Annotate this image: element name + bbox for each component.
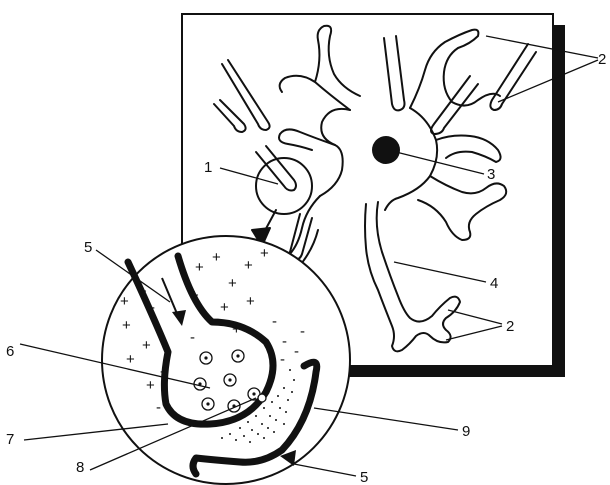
svg-text:+: +	[232, 321, 241, 338]
vesicle-release	[258, 394, 266, 402]
label-7: 7	[6, 431, 14, 448]
label-8: 8	[76, 459, 84, 476]
svg-text:-: -	[190, 329, 195, 346]
magnified-synapse: + + + + + + + + + + + + + + + - - - - - …	[102, 236, 350, 484]
svg-text:-: -	[294, 343, 299, 360]
svg-text:+: +	[260, 245, 269, 262]
label-5b: 5	[360, 469, 368, 485]
svg-text:+: +	[244, 257, 253, 274]
svg-text:+: +	[220, 299, 229, 316]
svg-text:-: -	[282, 333, 287, 350]
label-4: 4	[490, 275, 498, 292]
svg-text:+: +	[195, 259, 204, 276]
label-3: 3	[487, 166, 495, 183]
label-1: 1	[204, 159, 212, 176]
leader-5b	[294, 464, 356, 476]
label-2a: 2	[598, 51, 606, 68]
svg-text:-: -	[300, 323, 305, 340]
svg-text:+: +	[126, 351, 135, 368]
svg-text:+: +	[146, 377, 155, 394]
svg-text:+: +	[228, 275, 237, 292]
label-2b: 2	[506, 318, 514, 335]
label-5a: 5	[84, 239, 92, 256]
svg-text:-: -	[280, 351, 285, 368]
svg-text:-: -	[150, 299, 155, 316]
svg-text:+: +	[190, 287, 199, 304]
svg-text:+: +	[142, 337, 151, 354]
label-6: 6	[6, 343, 14, 360]
svg-text:-: -	[272, 313, 277, 330]
svg-text:+: +	[122, 317, 131, 334]
svg-text:+: +	[246, 293, 255, 310]
nucleus	[372, 136, 400, 164]
label-9: 9	[462, 423, 470, 440]
svg-text:+: +	[120, 293, 129, 310]
svg-text:+: +	[212, 249, 221, 266]
svg-text:-: -	[156, 399, 161, 416]
